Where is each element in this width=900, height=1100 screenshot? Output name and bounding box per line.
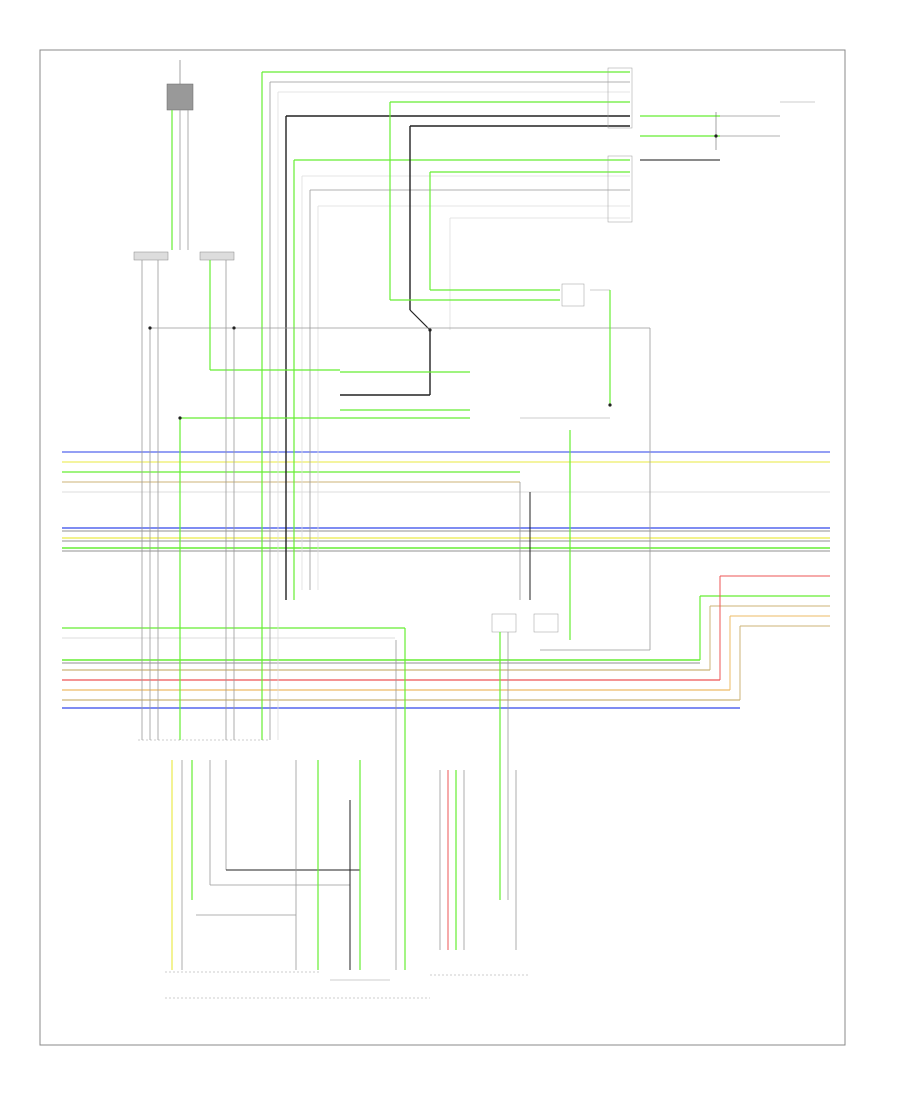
vertical-trunks [261,72,319,740]
horizontal-bus-middle [62,527,830,552]
center-connectors [491,430,571,900]
horizontal-bus-lower [62,627,740,709]
horizontal-bus-upper [62,451,830,493]
switch-block [141,260,611,740]
antenna-connector [166,60,194,250]
lower-bus-risers [699,575,830,700]
bottom-connector-group [138,628,430,999]
middle-crossover [150,102,651,651]
right-connector-upper [607,67,633,223]
splice-points [148,134,718,420]
diagram-frame [39,49,846,1046]
left-connector [133,251,235,261]
lower-right-module [430,770,530,976]
right-side-unit [640,101,815,161]
top-feeders [262,71,630,219]
